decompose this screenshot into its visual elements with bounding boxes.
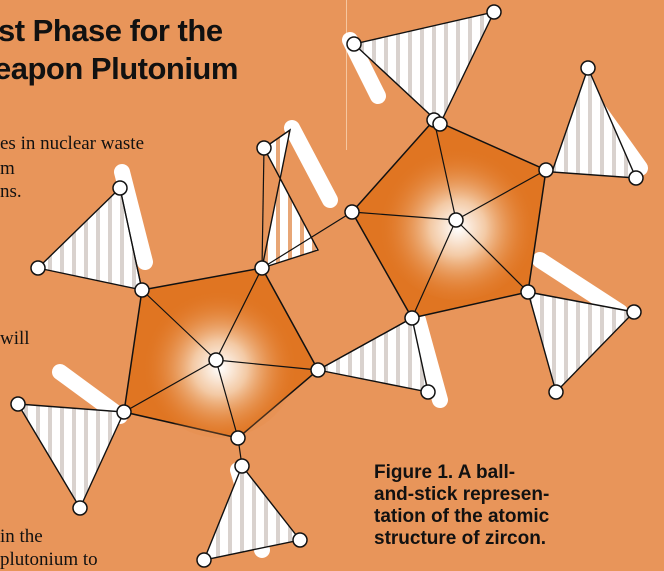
body-text-line: in the	[0, 526, 43, 547]
body-text-line: will	[0, 328, 30, 349]
title-line-1: st Phase for the	[0, 13, 223, 48]
body-text-line: plutonium to	[0, 549, 98, 570]
polyhedron-left	[123, 267, 319, 439]
caption-line-1: Figure 1. A ball-	[374, 462, 516, 483]
column-divider	[346, 0, 347, 150]
caption-line-4: structure of zircon.	[374, 528, 547, 549]
body-text-line: m	[0, 158, 15, 179]
atoms	[10, 4, 644, 568]
caption-line-2: and-stick represen-	[374, 484, 550, 505]
figure-caption: Figure 1. A ball- and-stick represen- ta…	[374, 462, 624, 550]
bond-lines	[119, 119, 441, 467]
body-text-line: ns.	[0, 181, 22, 202]
title-line-2: eapon Plutonium	[0, 51, 238, 86]
tetrahedra	[16, 10, 638, 561]
body-text-line: es in nuclear waste	[0, 133, 145, 154]
caption-line-3: tation of the atomic	[374, 506, 550, 527]
